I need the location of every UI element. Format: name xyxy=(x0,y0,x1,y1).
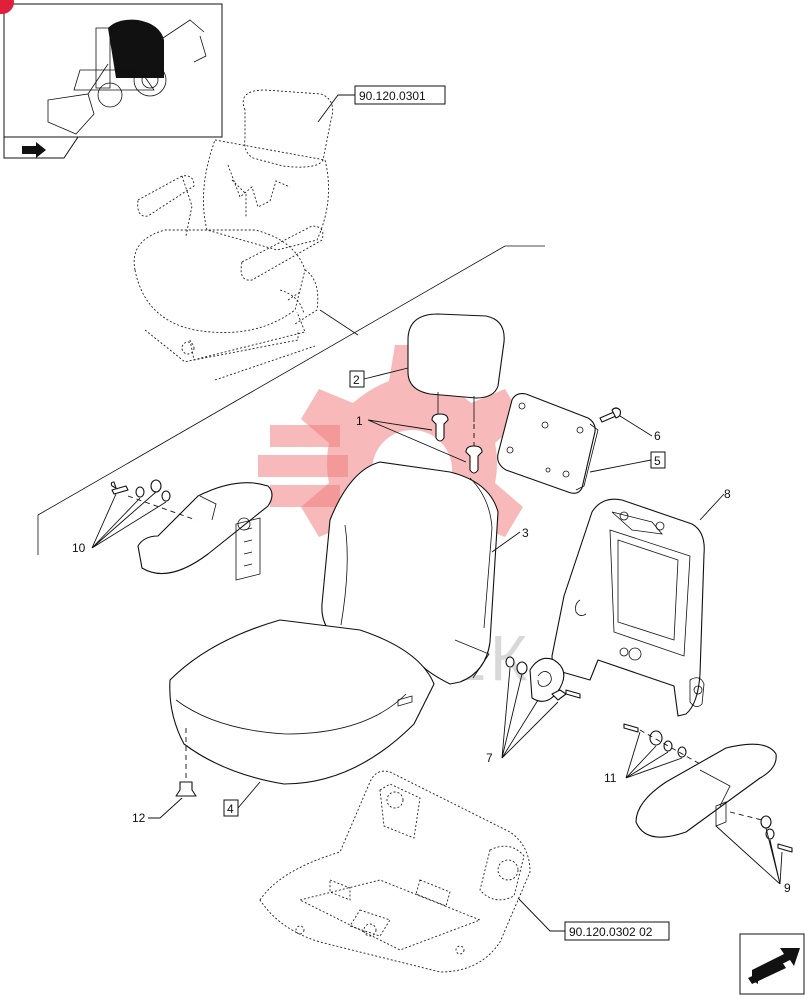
next-page-icon[interactable] xyxy=(739,933,805,995)
headrest-guide-left[interactable] xyxy=(431,413,449,442)
reference-box-top[interactable]: 90.120.0301 xyxy=(354,85,446,105)
machine-thumbnail-icon xyxy=(47,19,207,135)
armrest-left[interactable] xyxy=(137,482,273,581)
screw-6[interactable] xyxy=(599,407,622,423)
reference-box-bottom[interactable]: 90.120.0302 02 xyxy=(564,921,670,941)
callout-1: 1 xyxy=(356,414,363,428)
seat-bolt[interactable] xyxy=(175,781,197,797)
callout-5-box[interactable]: 5 xyxy=(650,451,666,469)
callout-11: 11 xyxy=(604,771,617,785)
armrest-right[interactable] xyxy=(635,743,777,838)
reference-bottom-label: 90.120.0302 02 xyxy=(569,925,653,939)
callout-10: 10 xyxy=(72,541,86,555)
callout-6: 6 xyxy=(654,429,661,443)
callout-8: 8 xyxy=(724,487,731,501)
seat-cushion[interactable] xyxy=(169,619,435,785)
rear-cover[interactable] xyxy=(497,393,599,494)
svg-text:2: 2 xyxy=(353,373,360,387)
svg-text:5: 5 xyxy=(654,454,661,468)
callout-7: 7 xyxy=(486,751,493,765)
thumbnail-frame xyxy=(0,0,223,159)
next-section-arrow-icon[interactable] xyxy=(22,142,46,158)
callout-4-box[interactable]: 4 xyxy=(223,799,239,817)
backrest-frame[interactable] xyxy=(551,498,705,717)
callout-2-box[interactable]: 2 xyxy=(349,370,365,388)
headrest-guide-right[interactable] xyxy=(465,445,483,474)
armrest-right-fasteners-top[interactable] xyxy=(623,723,687,758)
seat-base-frame[interactable] xyxy=(259,770,531,973)
backrest-hinge-fasteners[interactable] xyxy=(505,656,581,702)
reference-top-label: 90.120.0301 xyxy=(359,89,426,103)
callout-3: 3 xyxy=(522,526,529,540)
page-marker-icon xyxy=(0,0,14,14)
callout-9: 9 xyxy=(784,881,791,895)
assembled-seat-illustration xyxy=(133,89,334,381)
headrest[interactable] xyxy=(407,313,505,450)
callout-12: 12 xyxy=(132,811,146,825)
armrest-right-fasteners-bottom[interactable] xyxy=(760,815,793,853)
armrest-left-fasteners[interactable] xyxy=(110,479,171,502)
svg-text:4: 4 xyxy=(227,802,234,816)
